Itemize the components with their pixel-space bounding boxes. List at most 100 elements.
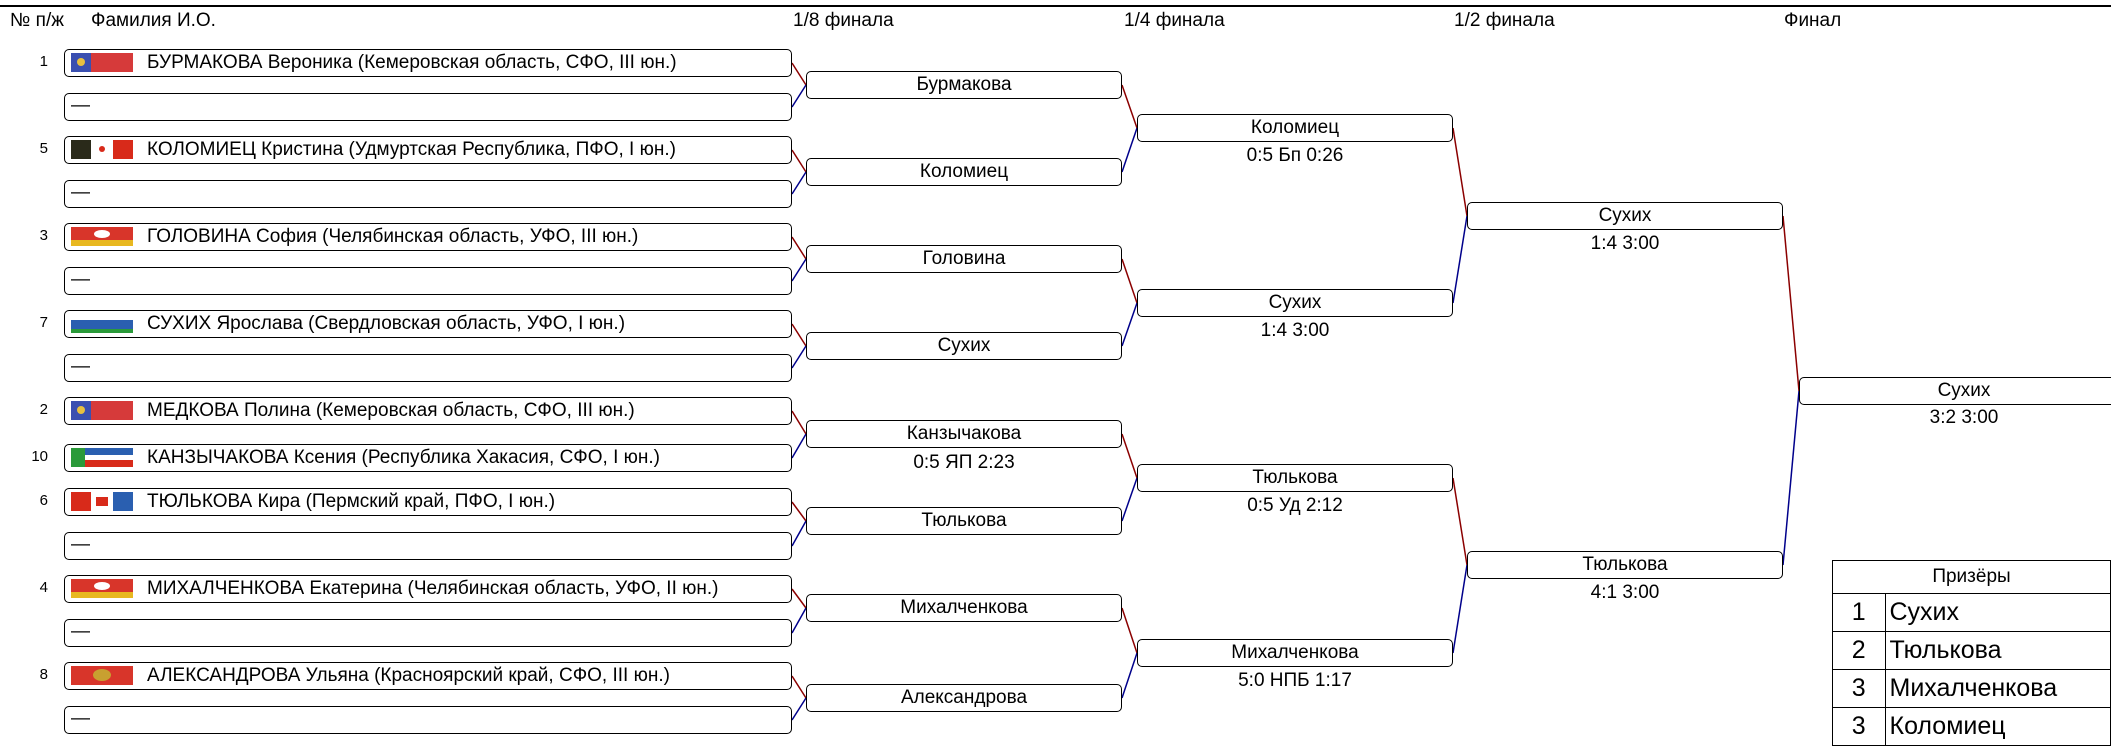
match-score: 4:1 3:00 [1590, 582, 1660, 603]
prize-place: 2 [1832, 631, 1886, 670]
header-quarterfinal: 1/4 финала [1124, 10, 1225, 31]
empty-slot: — [71, 269, 90, 290]
bracket-connector [791, 588, 807, 609]
match-score: 1:4 3:00 [1260, 320, 1330, 341]
bracket-connector [791, 501, 807, 522]
bracket-connector [791, 520, 807, 547]
match-score: 0:5 Бп 0:26 [1246, 145, 1344, 166]
bracket-connector [791, 433, 807, 459]
participant-slot: — [64, 619, 792, 647]
participant-slot: — [64, 532, 792, 560]
bracket-connector [791, 258, 807, 282]
bracket-connector [791, 323, 807, 347]
kemerovo-flag-icon [71, 401, 133, 420]
kemerovo-flag-icon [71, 53, 133, 72]
krasnoyarsk-flag-icon [71, 666, 133, 685]
empty-slot: — [71, 95, 90, 116]
header-num: № п/ж [10, 10, 64, 31]
empty-slot: — [71, 621, 90, 642]
bracket-connector [791, 171, 807, 195]
match-score: 1:4 3:00 [1590, 233, 1660, 254]
participant-slot: АЛЕКСАНДРОВА Ульяна (Красноярский край, … [64, 662, 792, 690]
empty-slot: — [71, 182, 90, 203]
participant-name: КАНЗЫЧАКОВА Ксения (Республика Хакасия, … [147, 447, 660, 468]
top-rule [0, 5, 2111, 7]
round16-winner: Коломиец [806, 158, 1122, 186]
participant-name: ГОЛОВИНА София (Челябинская область, УФО… [147, 226, 639, 247]
participant-number: 10 [31, 448, 48, 465]
participant-number: 4 [39, 579, 48, 596]
empty-slot: — [71, 356, 90, 377]
bracket-connectors [791, 62, 1800, 721]
bracket-connector [1121, 127, 1138, 173]
udmurtia-flag-icon [71, 140, 133, 159]
participant-number: 7 [39, 314, 48, 331]
participant-number: 8 [39, 666, 48, 683]
quarterfinal-winner: Коломиец [1137, 114, 1453, 142]
bracket-connector [791, 607, 807, 634]
participant-number: 1 [39, 53, 48, 70]
bracket-connector [1452, 564, 1468, 654]
bracket-connector [791, 697, 807, 721]
bracket-connector [1782, 390, 1800, 566]
participant-name: БУРМАКОВА Вероника (Кемеровская область,… [147, 52, 677, 73]
match-score: 0:5 ЯП 2:23 [913, 452, 1015, 473]
participant-slot: КОЛОМИЕЦ Кристина (Удмуртская Республика… [64, 136, 792, 164]
bracket-connector [791, 149, 807, 173]
empty-slot: — [71, 708, 90, 729]
round16-winner: Александрова [806, 684, 1122, 712]
participant-slot: СУХИХ Ярослава (Свердловская область, УФ… [64, 310, 792, 338]
participant-slot: КАНЗЫЧАКОВА Ксения (Республика Хакасия, … [64, 444, 792, 472]
round16-winner: Тюлькова [806, 507, 1122, 535]
bracket-connector [1452, 215, 1468, 304]
bracket-connector [1452, 127, 1468, 217]
header-final: Финал [1784, 10, 1842, 31]
participant-number: 2 [39, 401, 48, 418]
participant-slot: — [64, 93, 792, 121]
bracket-connector [791, 675, 807, 699]
quarterfinal-winner: Михалченкова [1137, 639, 1453, 667]
participant-slot: МЕДКОВА Полина (Кемеровская область, СФО… [64, 397, 792, 425]
participant-slot: МИХАЛЧЕНКОВА Екатерина (Челябинская обла… [64, 575, 792, 603]
chelyabinsk-flag-icon [71, 579, 133, 598]
prize-name: Сухих [1884, 593, 2111, 632]
participant-name: МЕДКОВА Полина (Кемеровская область, СФО… [147, 400, 635, 421]
bracket-connector [791, 410, 807, 435]
khakassia-flag-icon [71, 448, 133, 467]
bracket-connector [791, 345, 807, 369]
prize-table-title: Призёры [1832, 560, 2111, 594]
participant-slot: — [64, 354, 792, 382]
round16-winner: Канзычакова [806, 420, 1122, 448]
bracket-connector [1121, 302, 1138, 347]
bracket-connector [791, 84, 807, 108]
prize-name: Коломиец [1884, 707, 2111, 746]
participant-name: АЛЕКСАНДРОВА Ульяна (Красноярский край, … [147, 665, 670, 686]
participant-name: СУХИХ Ярослава (Свердловская область, УФ… [147, 313, 626, 334]
participant-number: 6 [39, 492, 48, 509]
bracket-connector [1121, 84, 1138, 129]
round16-winner: Бурмакова [806, 71, 1122, 99]
participant-name: КОЛОМИЕЦ Кристина (Удмуртская Республика… [147, 139, 676, 160]
quarterfinal-winner: Сухих [1137, 289, 1453, 317]
sverdlovsk-flag-icon [71, 314, 133, 333]
participant-slot: БУРМАКОВА Вероника (Кемеровская область,… [64, 49, 792, 77]
bracket-connector [791, 62, 807, 86]
perm-flag-icon [71, 492, 133, 511]
bracket-connector [791, 236, 807, 260]
semifinal-winner: Сухих [1467, 202, 1783, 230]
round16-winner: Головина [806, 245, 1122, 273]
match-score: 5:0 НПБ 1:17 [1238, 670, 1352, 691]
header-round16: 1/8 финала [793, 10, 894, 31]
participant-slot: — [64, 706, 792, 734]
quarterfinal-winner: Тюлькова [1137, 464, 1453, 492]
participant-slot: ГОЛОВИНА София (Челябинская область, УФО… [64, 223, 792, 251]
chelyabinsk-flag-icon [71, 227, 133, 246]
participant-number: 5 [39, 140, 48, 157]
round16-winner: Сухих [806, 332, 1122, 360]
bracket-connector [1452, 477, 1468, 566]
